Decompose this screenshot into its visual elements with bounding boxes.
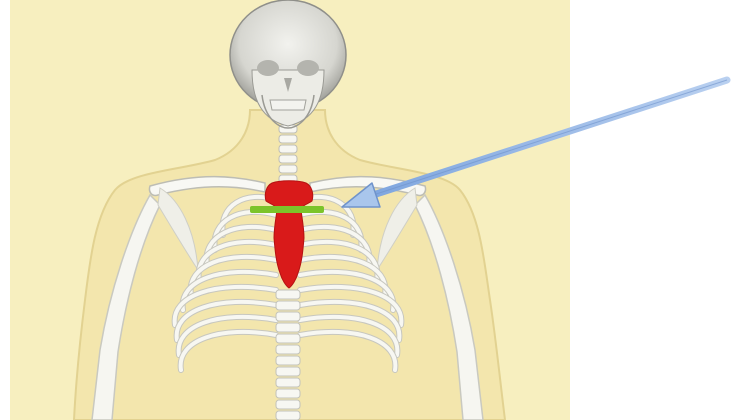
- vertebra-4: [276, 323, 300, 332]
- left-eye-socket: [257, 60, 279, 76]
- vertebra-10: [276, 389, 300, 398]
- cervical-vertebra-2: [279, 135, 297, 143]
- vertebra-7: [276, 356, 300, 365]
- vertebra-3: [276, 312, 300, 321]
- teeth: [270, 100, 306, 110]
- vertebra-12: [276, 411, 300, 420]
- cervical-vertebra-5: [279, 165, 297, 173]
- sternal-angle-marker: [250, 206, 324, 213]
- vertebra-6: [276, 345, 300, 354]
- cervical-vertebra-3: [279, 145, 297, 153]
- right-eye-socket: [297, 60, 319, 76]
- vertebra-8: [276, 367, 300, 376]
- vertebra-2: [276, 301, 300, 310]
- vertebra-5: [276, 334, 300, 343]
- vertebra-1: [276, 290, 300, 299]
- vertebra-11: [276, 400, 300, 409]
- cervical-vertebra-4: [279, 155, 297, 163]
- vertebra-9: [276, 378, 300, 387]
